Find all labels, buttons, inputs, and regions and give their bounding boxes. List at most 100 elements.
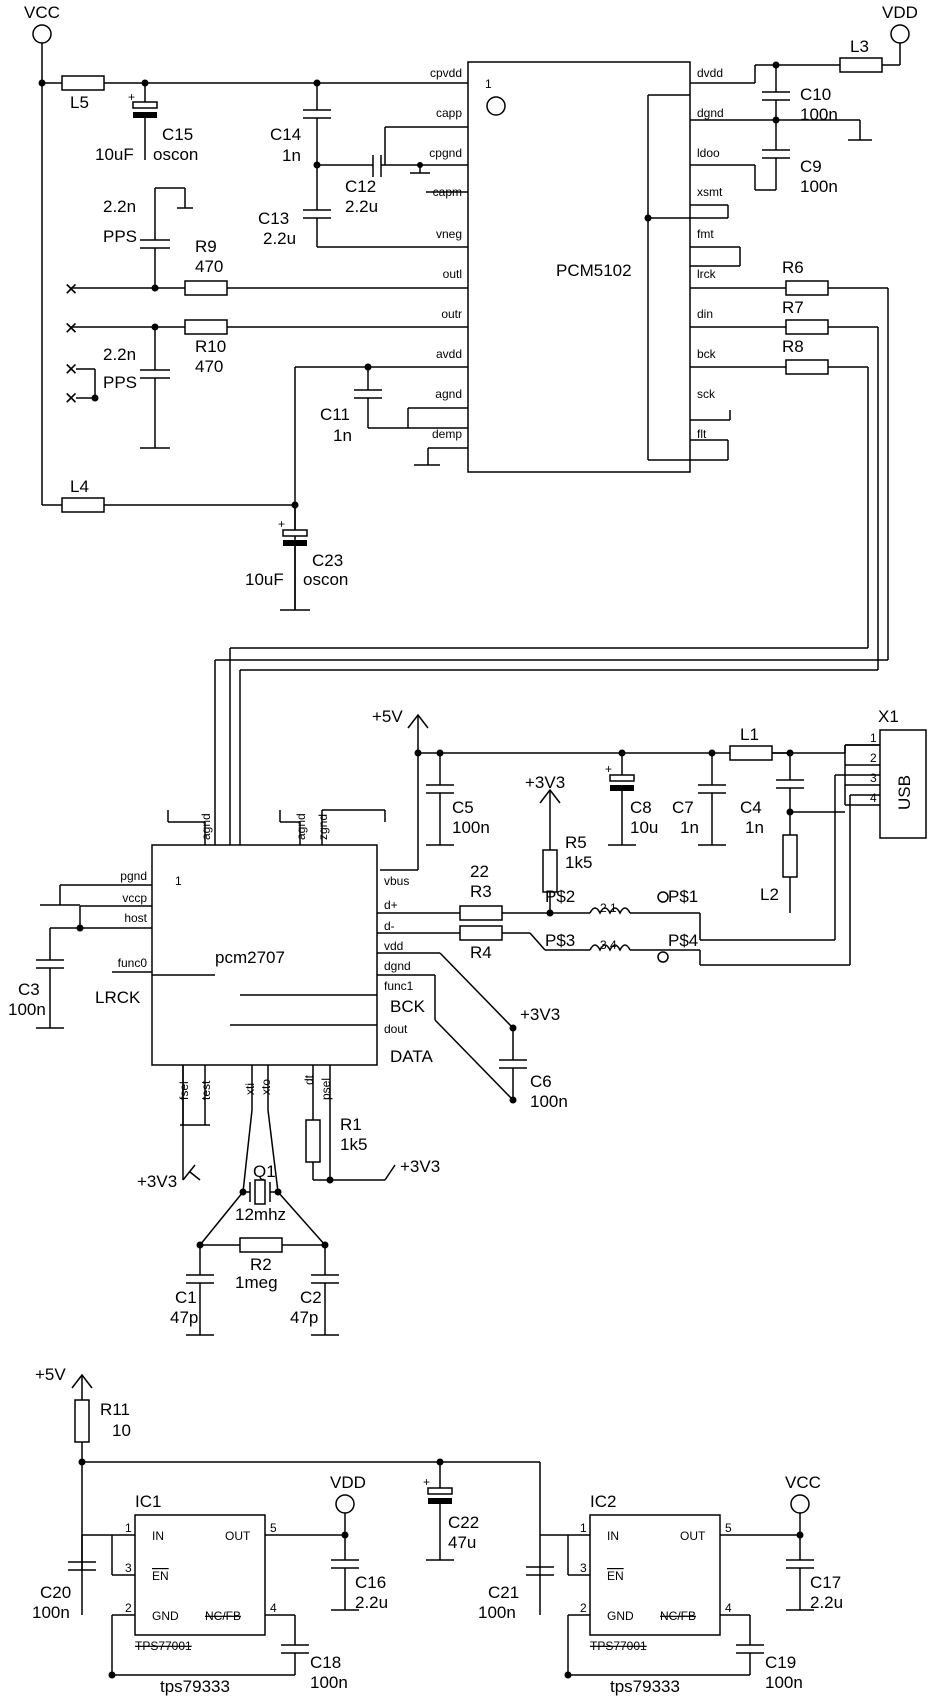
svg-text:1meg: 1meg [235,1273,278,1292]
svg-text:demp: demp [432,427,462,441]
svg-text:1: 1 [175,874,182,888]
inductor-l4 [61,497,105,513]
c23-ref: C23 [312,551,343,570]
svg-text:fsel: fsel [177,1081,191,1100]
svg-text:10: 10 [112,1421,131,1440]
svg-text:47u: 47u [448,1533,476,1552]
svg-text:4: 4 [725,1601,732,1615]
svg-text:USB: USB [895,775,914,810]
svg-text:NC/FB: NC/FB [205,1609,241,1623]
svg-text:sck: sck [697,387,716,401]
svg-text:vccp: vccp [122,891,147,905]
svg-text:C20: C20 [40,1583,71,1602]
svg-text:cpgnd: cpgnd [429,146,462,160]
resistor-r7 [785,319,829,335]
c13-ref: C13 [258,209,289,228]
svg-text:C5: C5 [452,798,474,817]
svg-text:NC/FB: NC/FB [660,1609,696,1623]
svg-text:+3V3: +3V3 [400,1157,440,1176]
svg-text:P$3: P$3 [545,931,575,950]
svg-text:din: din [697,307,713,321]
c12-value: 2.2u [345,197,378,216]
svg-text:vneg: vneg [436,227,462,241]
svg-text:P$4: P$4 [668,931,698,950]
svg-text:psel: psel [319,1078,333,1100]
usb-connector [879,729,927,839]
r10-value: 470 [195,357,223,376]
svg-text:DATA: DATA [390,1047,433,1066]
resistor-r1 [305,1119,321,1163]
svg-text:C3: C3 [18,980,40,999]
pcm5102-chip [467,61,691,473]
inductor-l1 [729,745,773,761]
svg-text:VDD: VDD [330,1473,366,1492]
l4-label: L4 [70,477,89,496]
resistor-r3 [459,905,503,921]
svg-text:C2: C2 [300,1288,322,1307]
svg-text:1: 1 [580,1521,587,1535]
svg-text:+5V: +5V [372,707,403,726]
svg-text:100n: 100n [765,1673,803,1692]
svg-text:+: + [278,517,285,531]
svg-text:3 4: 3 4 [600,938,617,952]
svg-text:22: 22 [470,862,489,881]
resistor-r8 [785,359,829,375]
outr-nc: ✕ [64,319,78,338]
svg-text:5: 5 [270,1521,277,1535]
svg-text:R3: R3 [470,882,492,901]
svg-text:+: + [423,1475,430,1489]
svg-text:+5V: +5V [35,1365,66,1384]
svg-text:zgnd: zgnd [316,814,330,840]
c14-ref: C14 [270,125,301,144]
l5-label: L5 [70,93,89,112]
svg-text:100n: 100n [8,1000,46,1019]
c14-value: 1n [282,146,301,165]
pcm5102-name: PCM5102 [556,261,632,280]
svg-text:R2: R2 [250,1255,272,1274]
resistor-r10 [184,319,228,335]
svg-text:dout: dout [384,1022,408,1036]
svg-text:cpvdd: cpvdd [430,66,462,80]
svg-text:1: 1 [870,731,877,745]
svg-text:VDD: VDD [882,3,918,22]
svg-text:IC2: IC2 [590,1492,616,1511]
svg-text:3: 3 [580,1561,587,1575]
svg-text:C1: C1 [175,1288,197,1307]
svg-text:func0: func0 [118,956,148,970]
svg-text:xto: xto [259,1079,273,1095]
pcm5102-pin1: 1 [485,77,492,91]
svg-text:Q1: Q1 [253,1162,276,1181]
svg-text:✕: ✕ [64,360,78,379]
svg-text:R7: R7 [782,298,804,317]
c15-type: oscon [153,145,198,164]
pcm2707-section: +5V C5 100n + C8 10u C7 1n L [8,707,927,1336]
svg-text:BCK: BCK [390,997,426,1016]
inductor-l2 [782,834,798,878]
svg-text:agnd: agnd [435,387,462,401]
svg-text:xsmt: xsmt [697,185,723,199]
svg-text:100n: 100n [800,105,838,124]
svg-text:+3V3: +3V3 [520,1005,560,1024]
c23-type: oscon [303,570,348,589]
svg-text:100n: 100n [452,818,490,837]
svg-text:outr: outr [441,307,462,321]
svg-text:1: 1 [125,1521,132,1535]
pcm5102-left-pins: cpvdd capp cpgnd capm vneg outl outr avd… [429,66,462,441]
svg-text:capp: capp [436,106,462,120]
svg-text:47p: 47p [290,1308,318,1327]
svg-text:C4: C4 [740,798,762,817]
svg-text:1k5: 1k5 [340,1135,367,1154]
svg-text:IN: IN [607,1529,619,1543]
svg-text:4: 4 [270,1601,277,1615]
svg-text:C10: C10 [800,85,831,104]
svg-text:LRCK: LRCK [95,988,141,1007]
svg-text:pgnd: pgnd [120,869,147,883]
svg-text:C21: C21 [488,1583,519,1602]
svg-text:OUT: OUT [225,1529,251,1543]
common-mode-choke: 2 1 3 4 P$1 P$2 P$3 P$4 [545,887,700,963]
outl-nc: ✕ [64,280,78,299]
svg-text:dgnd: dgnd [384,959,411,973]
svg-text:2: 2 [870,751,877,765]
svg-text:tps79333: tps79333 [610,1677,680,1696]
svg-text:10u: 10u [630,818,658,837]
